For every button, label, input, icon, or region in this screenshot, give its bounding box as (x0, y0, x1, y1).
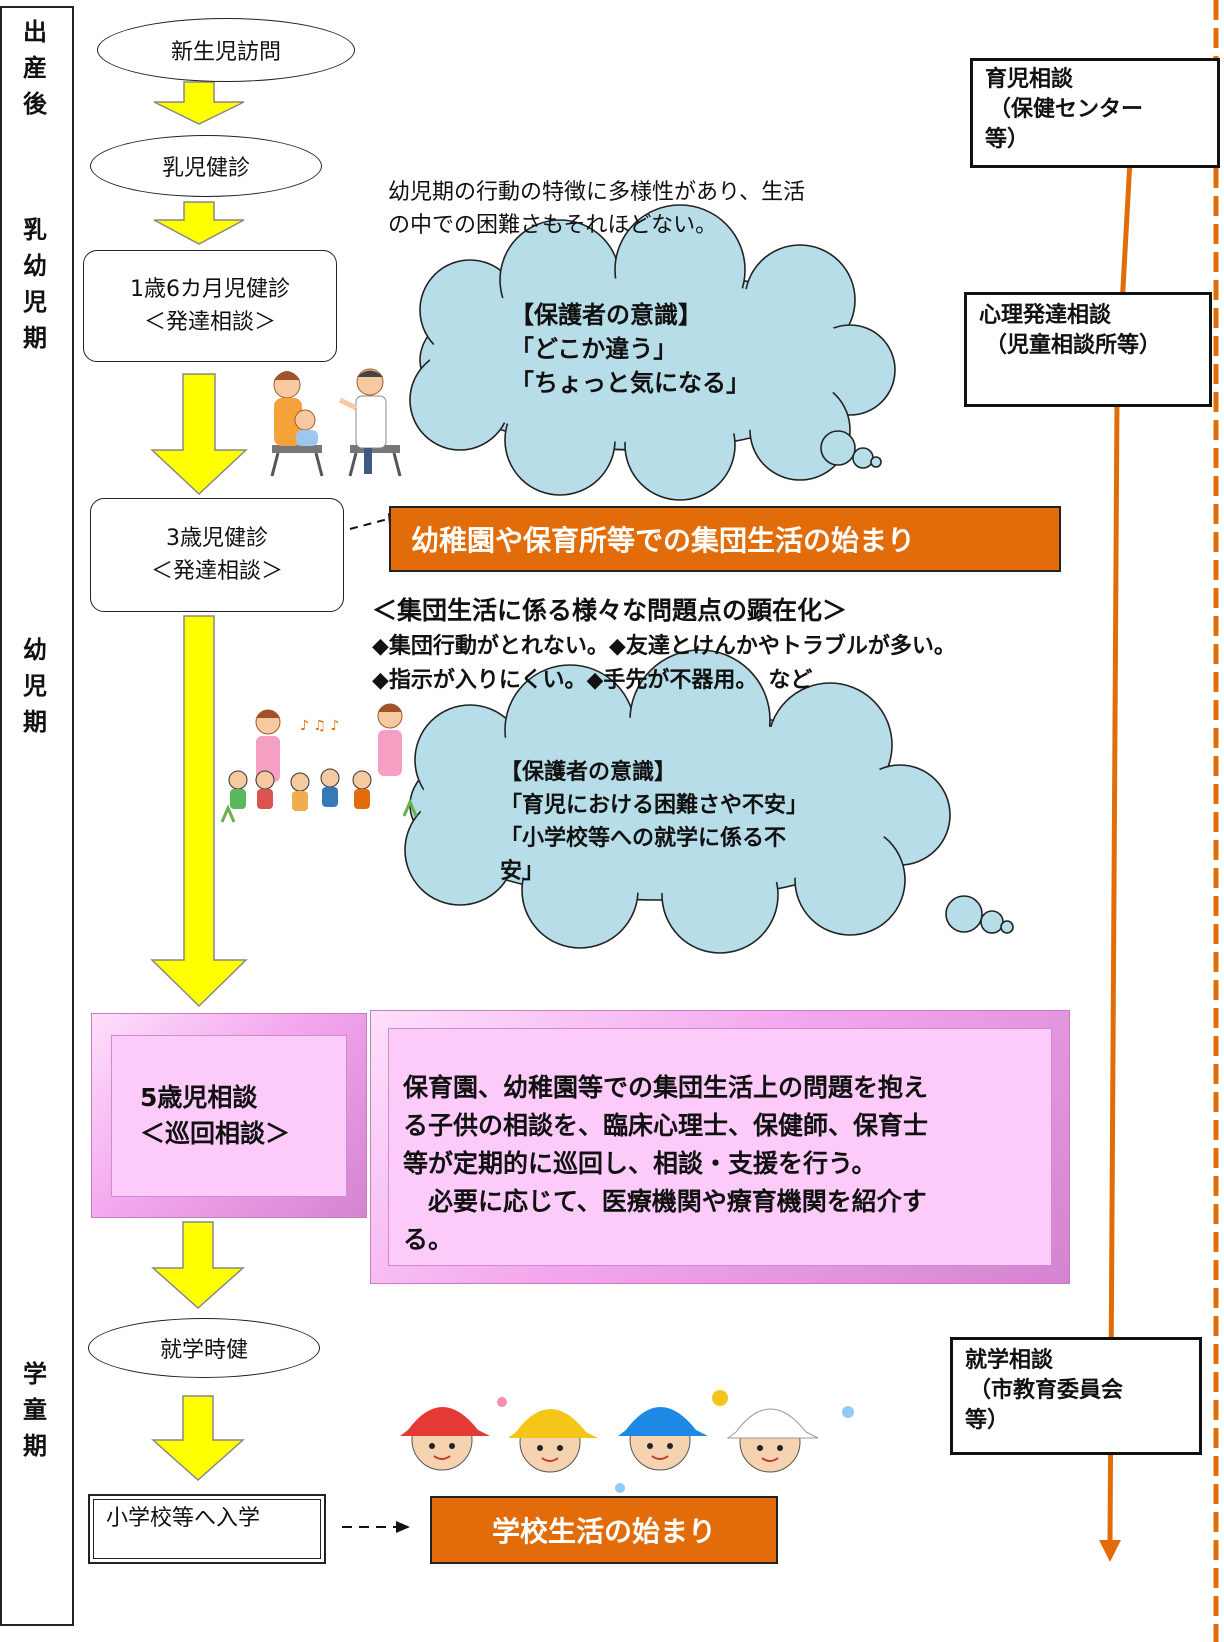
childcare-consult-line-3: 等） (985, 127, 1030, 152)
school-entry-node: 小学校等へ入学 (88, 1494, 326, 1564)
group-life-start-label: 幼稚園や保育所等での集団生活の始まり (411, 524, 916, 557)
cloud-1-text: 【保護者の意識】 「どこか違う」 「ちょっと気になる」 (510, 298, 750, 400)
problems-line-2: ◆指示が入りにくい。◆手先が不器用。 など (372, 668, 813, 693)
infant-characteristics-line-2: の中での困難さもそれほどない。 (388, 213, 718, 238)
infant-checkup-label: 乳児健診 (161, 156, 250, 181)
consult-description: 保育園、幼稚園等での集団生活上の問題を抱え る子供の相談を、臨床心理士、保健師、… (388, 1028, 1052, 1266)
cloud-2-line-2: 「育児における困難さや不安」 (500, 793, 809, 818)
svg-text:♪ ♫ ♪: ♪ ♫ ♪ (300, 718, 339, 734)
cloud-1-line-1: 【保護者の意識】 (510, 301, 702, 329)
yellow-arrow-6 (151, 1395, 245, 1482)
yellow-arrow-4 (150, 615, 248, 1008)
school-life-start-label: 学校生活の始まり (491, 1515, 716, 1548)
school-enrollment-consult-line-1: 就学相談 (965, 1348, 1054, 1373)
thought-cloud-2 (404, 649, 1014, 954)
thought-cloud-1 (409, 204, 896, 501)
yellow-arrow-5 (151, 1221, 245, 1310)
teachers-children-illustration: ♪ ♫ ♪ (220, 703, 418, 823)
consult-5y-title: 5歳児相談 (140, 1083, 258, 1112)
newborn-visit-node: 新生児訪問 (97, 18, 355, 82)
newborn-visit-label: 新生児訪問 (170, 40, 281, 65)
stage-label-postpartum: 出産後 (23, 18, 47, 118)
infant-characteristics-line-1: 幼児期の行動の特徴に多様性があり、生活 (388, 180, 806, 205)
problems-line-1: ◆集団行動がとれない。◆友達とけんかやトラブルが多い。 (372, 634, 956, 659)
cloud-2-text: 【保護者の意識】 「育児における困難さや不安」 「小学校等への就学に係る不 安」 (500, 756, 808, 888)
yellow-arrow-1 (153, 81, 245, 125)
consult-description-line-3: 等が定期的に巡回し、相談・支援を行う。 (403, 1149, 877, 1178)
infant-checkup-node: 乳児健診 (90, 135, 322, 197)
stage-label-infancy: 乳幼児期 (23, 216, 47, 352)
group-life-start-banner: 幼稚園や保育所等での集団生活の始まり (389, 506, 1061, 572)
mother-baby-doctor-illustration (270, 368, 402, 477)
stage-column (0, 6, 74, 1626)
checkup-18m-node: 1歳6カ月児健診 ＜発達相談＞ (83, 250, 337, 362)
childcare-consult-line-1: 育児相談 (985, 67, 1074, 92)
school-life-start-banner: 学校生活の始まり (430, 1496, 778, 1564)
psych-development-consult-line-1: 心理発達相談 (979, 303, 1112, 328)
cloud-2-line-4: 安」 (500, 859, 545, 884)
checkup-3y-subtitle: ＜発達相談＞ (150, 559, 283, 584)
school-checkup-label: 就学時健 (159, 1338, 248, 1363)
school-enrollment-consult-line-2: （市教育委員会 (969, 1378, 1124, 1403)
problems-title: ＜集団生活に係る様々な問題点の顕在化＞ (372, 596, 848, 625)
stage-label-school-age: 学童期 (23, 1360, 47, 1460)
consult-5y-subtitle: ＜巡回相談＞ (140, 1119, 291, 1148)
cloud-1-line-2: 「どこか違う」 (510, 335, 678, 363)
dashed-connector-2 (342, 1521, 410, 1533)
cloud-1-line-3: 「ちょっと気になる」 (510, 369, 750, 397)
school-enrollment-consult-line-3: 等） (965, 1408, 1010, 1433)
school-checkup-node: 就学時健 (88, 1318, 320, 1378)
infant-characteristics-note: 幼児期の行動の特徴に多様性があり、生活 の中での困難さもそれほどない。 (388, 176, 805, 242)
consult-description-line-5: る。 (403, 1225, 454, 1254)
cloud-2-line-1: 【保護者の意識】 (500, 760, 677, 785)
timeline-arrowhead (1099, 1540, 1121, 1562)
consult-description-line-1: 保育園、幼稚園等での集団生活上の問題を抱え (403, 1073, 929, 1102)
checkup-18m-title: 1歳6カ月児健診 (130, 277, 290, 302)
children-in-hats-illustration (400, 1390, 854, 1493)
checkup-3y-node: 3歳児健診 ＜発達相談＞ (90, 498, 344, 612)
consult-5y-node: 5歳児相談 ＜巡回相談＞ (111, 1035, 347, 1197)
consult-description-line-4: 必要に応じて、医療機関や療育機関を紹介す (403, 1187, 927, 1216)
yellow-arrow-2 (153, 201, 245, 245)
psych-development-consult-box: 心理発達相談 （児童相談所等） (964, 292, 1212, 407)
childcare-consult-box: 育児相談 （保健センター 等） (970, 58, 1220, 168)
yellow-arrow-3 (150, 373, 248, 496)
cloud-2-line-3: 「小学校等への就学に係る不 (500, 826, 787, 851)
checkup-3y-title: 3歳児健診 (166, 526, 268, 551)
checkup-18m-subtitle: ＜発達相談＞ (143, 310, 276, 335)
school-entry-label: 小学校等へ入学 (93, 1499, 321, 1559)
childcare-consult-line-2: （保健センター (989, 97, 1144, 122)
stage-label-early-childhood: 幼児期 (23, 636, 47, 736)
psych-development-consult-line-2: （児童相談所等） (985, 333, 1162, 358)
consult-description-line-2: る子供の相談を、臨床心理士、保健師、保育士 (403, 1111, 929, 1140)
school-enrollment-consult-box: 就学相談 （市教育委員会 等） (950, 1337, 1202, 1455)
